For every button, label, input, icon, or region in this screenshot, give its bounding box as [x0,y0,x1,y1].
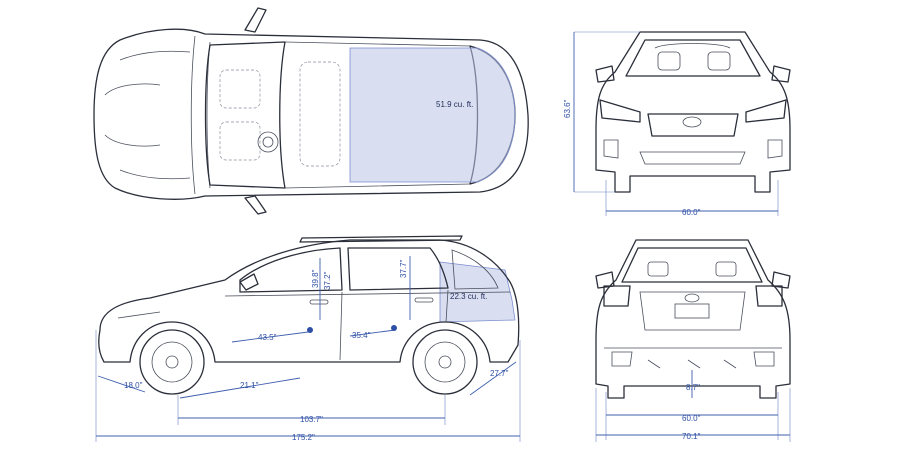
side-view-front-wheel [139,329,205,395]
rear-angle-label: 27.7" [490,369,509,378]
front-legroom-label: 43.5" [258,333,277,342]
rear-view-body [595,239,791,399]
ground-clearance-label: 8.7" [686,383,700,392]
overall-length-label: 175.2" [292,433,315,442]
front-headroom-label: 39.8" [311,269,320,288]
front-track-label: 60.0" [682,208,701,217]
headroom-2-label: 37.2" [323,271,332,290]
side-view-rear-wheel [412,329,478,395]
top-view-mirror-left [244,7,267,33]
top-view-mirror-right [244,195,267,215]
front-overhang-label: 18.0" [124,381,143,390]
rear-view: 8.7" 60.0" 70.1" [595,239,791,442]
side-view-body [98,239,520,363]
rear-angle-line [469,361,517,396]
rear-track-label: 60.0" [682,414,701,423]
side-view: 39.8" 37.2" 37.7" 43.5" 35.4" 22.3 cu. f… [95,235,521,442]
front-view-body [595,31,791,193]
cargo-rear-label: 22.3 cu. ft. [450,292,487,301]
overall-height-label: 63.6" [563,99,572,118]
top-view: 51.9 cu. ft. [93,7,529,215]
front-overhang-line [97,375,146,393]
overall-width-label: 70.1" [682,432,701,441]
rear-legroom-label: 35.4" [352,331,371,340]
top-view-body [93,28,529,200]
front-view: 63.6" 60.0" [563,31,791,217]
top-view-cargo-area [349,47,516,183]
approach-line [179,377,301,399]
side-view-cargo-area [439,261,516,323]
wheelbase-label: 103.7" [300,415,323,424]
rear-headroom-label: 37.7" [399,259,408,278]
approach-label: 21.1" [240,381,259,390]
cargo-max-label: 51.9 cu. ft. [436,100,473,109]
